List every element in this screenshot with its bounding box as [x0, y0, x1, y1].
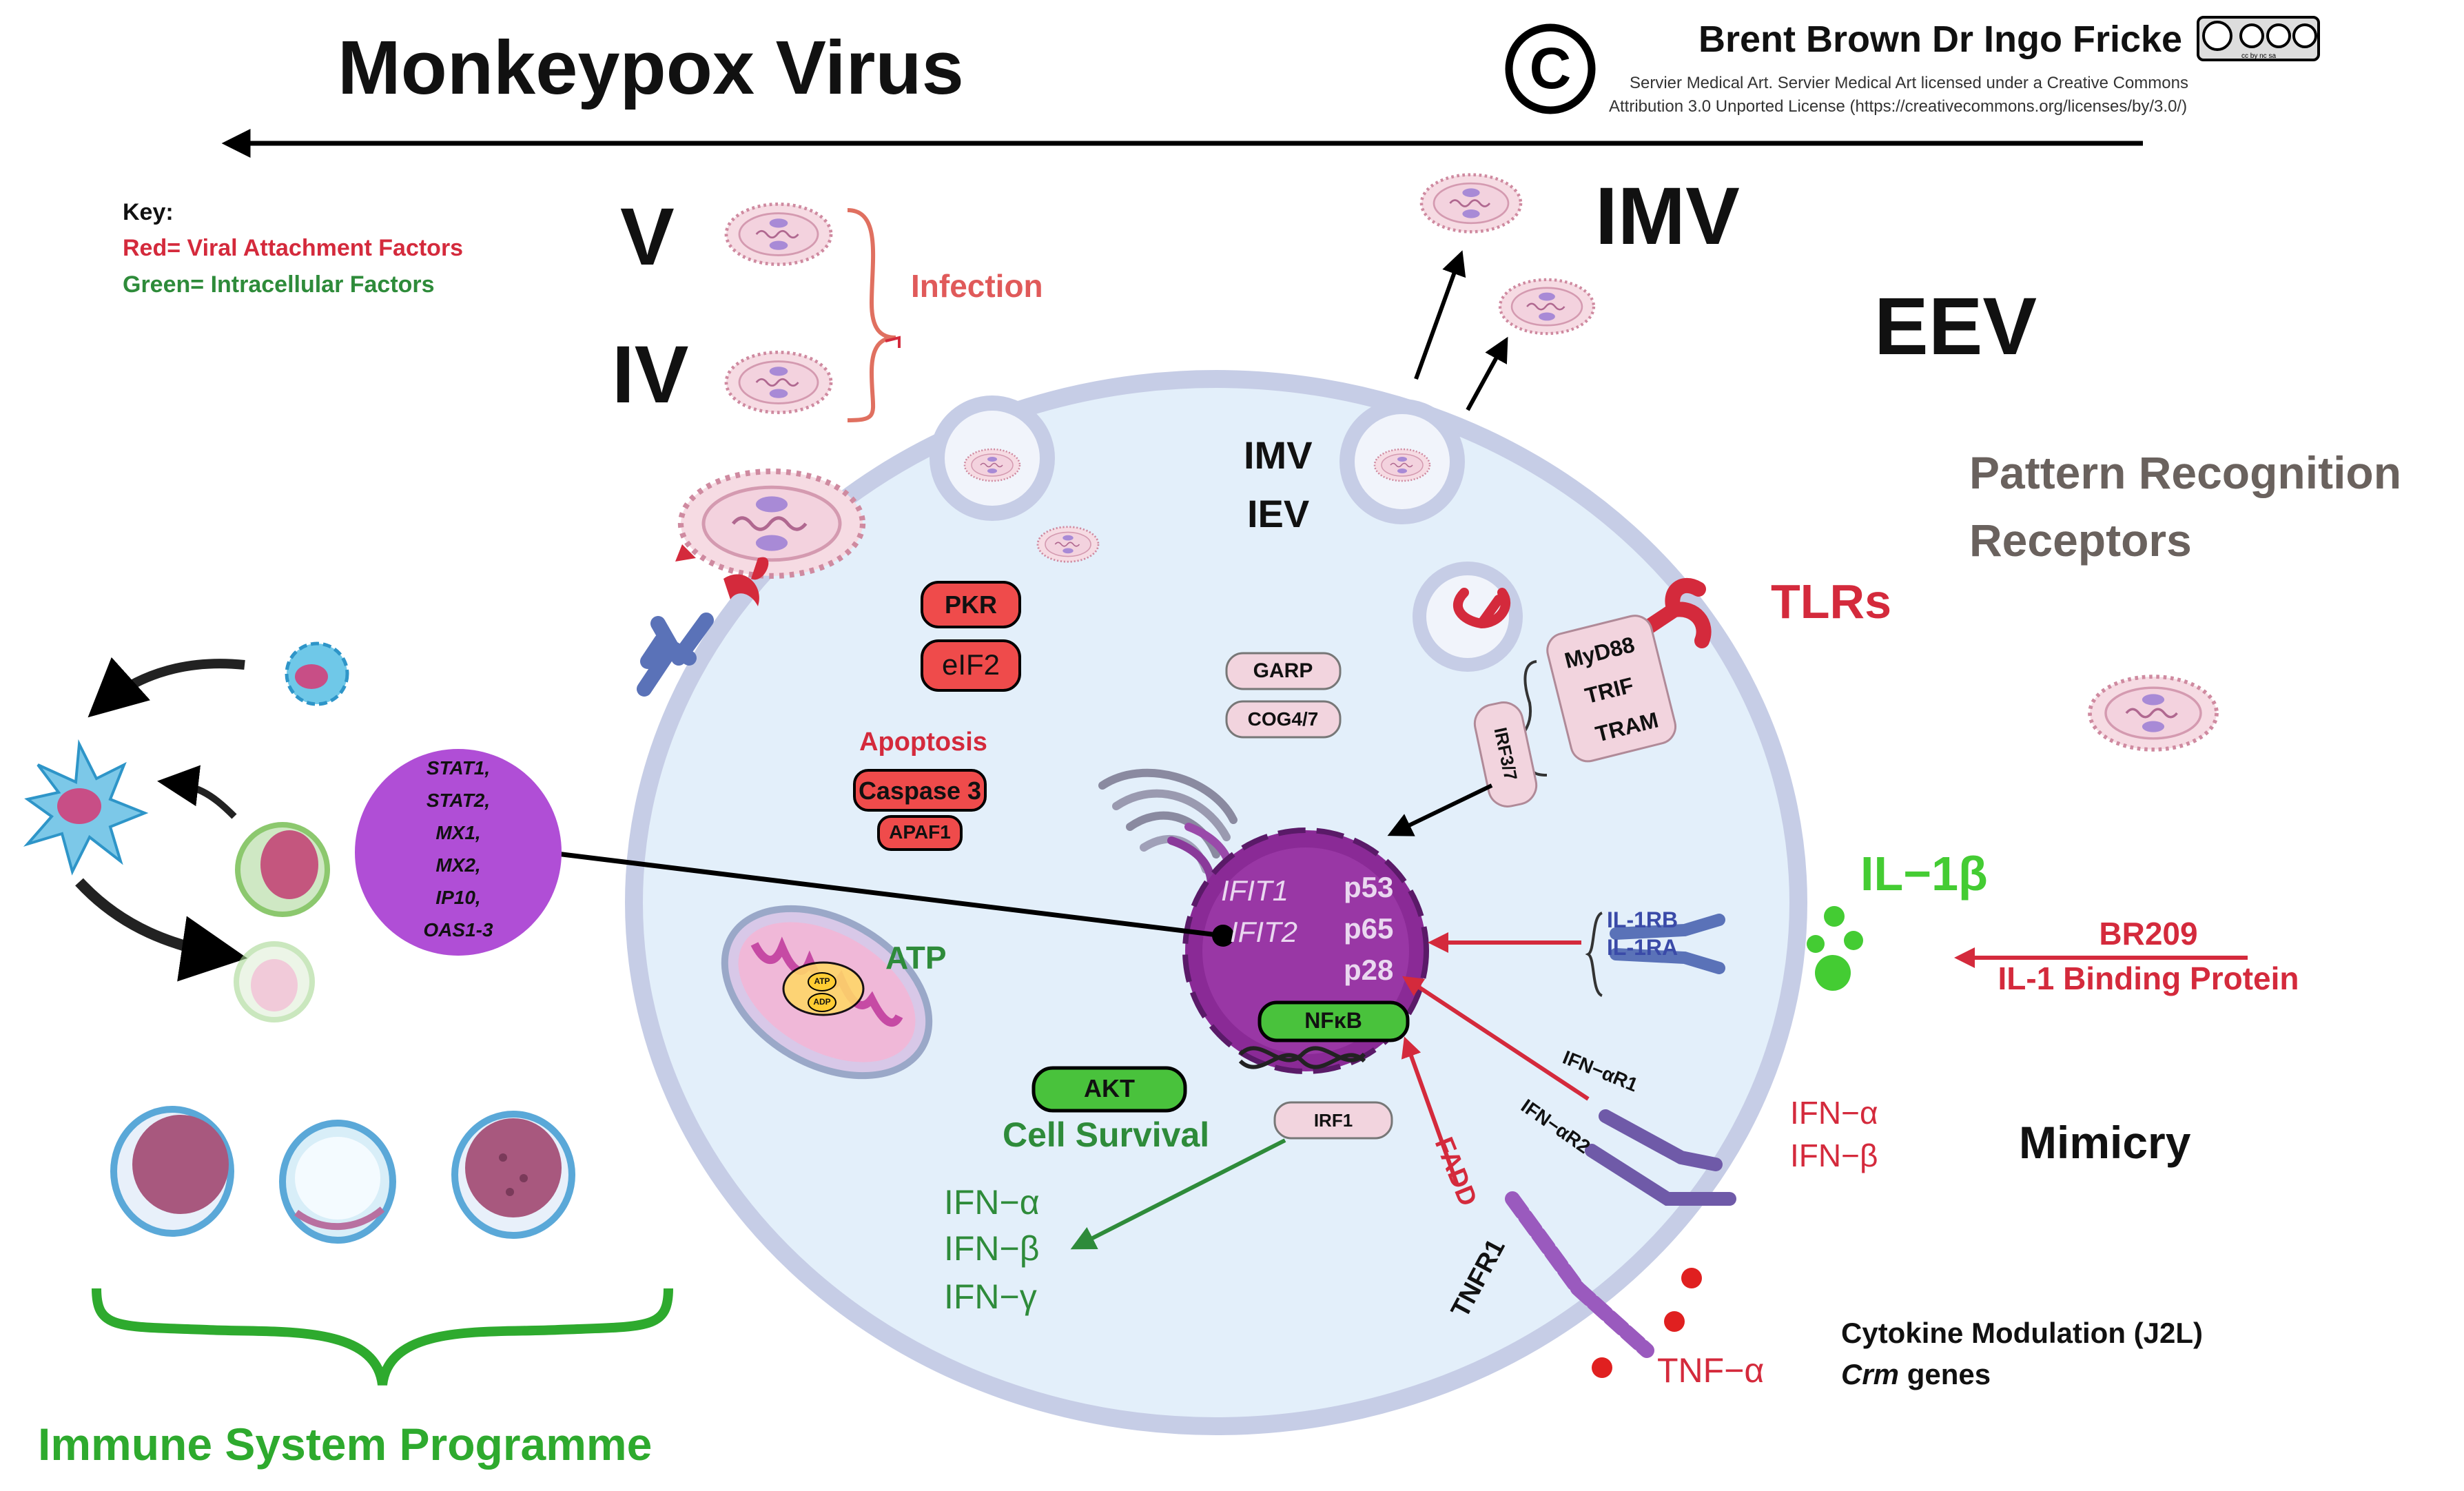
label-cog47: COG4/7 [1247, 708, 1319, 730]
output-ifn-alpha: IFN−α [944, 1183, 1040, 1222]
mitochondrion [721, 905, 933, 1080]
v-virion [726, 204, 831, 264]
adaptor-box [1546, 615, 1677, 763]
akt-box [1031, 1066, 1187, 1113]
label-p28: p28 [1344, 954, 1394, 986]
isg-item: MX1, [435, 822, 481, 843]
key-title: Key: [123, 199, 174, 225]
label-iv: IV [612, 329, 689, 420]
label-atp: ATP [885, 940, 947, 976]
prr-line-2: Receptors [1969, 515, 2192, 566]
iv-virion [726, 352, 831, 412]
label-cytokine-modulation: Cytokine Modulation (J2L) [1841, 1317, 2203, 1349]
label-infection: Infection [911, 268, 1043, 304]
imv-virion [1421, 175, 1521, 232]
label-imv: IMV [1595, 171, 1740, 262]
isg-circle [355, 749, 562, 956]
label-atp-molecule: ATP [814, 976, 830, 986]
eif2-box [921, 639, 1021, 692]
label-p65: p65 [1344, 912, 1394, 945]
label-pkr: PKR [944, 590, 998, 619]
label-il1b: IL−1β [1860, 847, 1988, 901]
label-akt: AKT [1084, 1074, 1135, 1102]
output-ifn-gamma: IFN−γ [944, 1277, 1037, 1316]
label-immune-programme: Immune System Programme [38, 1419, 653, 1470]
attribution-line-1: Servier Medical Art. Servier Medical Art… [1630, 74, 2188, 92]
isg-item: IP10, [435, 887, 481, 908]
label-v: V [620, 192, 675, 282]
copyright-symbol: C [1530, 36, 1572, 101]
diagram-title: Monkeypox Virus [338, 25, 964, 110]
label-crm-genes: Crm genes [1841, 1358, 1991, 1390]
large-virion [681, 471, 863, 576]
attachment-receptor [637, 613, 714, 697]
label-nfkb: NFκB [1304, 1008, 1362, 1033]
label-iev-inner: IEV [1247, 492, 1310, 535]
dendritic-cell [23, 739, 149, 876]
immune-cell-3 [451, 1111, 575, 1239]
isg-item: STAT2, [426, 790, 491, 811]
author-credit: Brent Brown Dr Ingo Fricke [1698, 19, 2183, 60]
immune-cell-blue [285, 641, 349, 706]
isg-item: MX2, [435, 854, 481, 876]
pkr-box [921, 581, 1021, 628]
label-cell-survival: Cell Survival [1003, 1115, 1210, 1154]
license-badge-text: cc by nc sa [2241, 52, 2276, 60]
lymphocyte-pale [234, 941, 315, 1022]
attribution-line-2: Attribution 3.0 Unported License (https:… [1609, 97, 2188, 116]
il1-receptor [1610, 914, 1725, 974]
isg-item: STAT1, [426, 757, 491, 779]
eev-virion [1500, 280, 1594, 333]
label-irf1: IRF1 [1313, 1110, 1353, 1131]
garp-box [1225, 652, 1342, 690]
label-garp: GARP [1253, 659, 1313, 682]
output-ifn-beta: IFN−β [944, 1229, 1040, 1268]
label-tnf-alpha: TNF−α [1657, 1351, 1765, 1390]
label-apoptosis: Apoptosis [859, 728, 987, 757]
immune-cell-1 [110, 1106, 234, 1237]
lymphocyte-green [235, 822, 330, 917]
ifn-receptor [1585, 1109, 1736, 1206]
copyright-icon [1505, 23, 1596, 114]
label-apaf1: APAF1 [889, 821, 951, 843]
label-caspase3: Caspase 3 [858, 777, 982, 805]
label-ifn-alpha-right: IFN−α [1790, 1095, 1878, 1131]
cog47-box [1225, 700, 1342, 739]
label-p53: p53 [1344, 871, 1394, 903]
label-ifit1: IFIT1 [1221, 874, 1289, 907]
key-red: Red= Viral Attachment Factors [123, 235, 464, 261]
label-ifn-beta-right: IFN−β [1790, 1138, 1878, 1173]
irf1-box [1273, 1101, 1393, 1140]
label-ifit2: IFIT2 [1230, 916, 1298, 948]
apaf1-box [877, 815, 963, 851]
label-tlrs: TLRs [1771, 575, 1891, 628]
key-green: Green= Intracellular Factors [123, 271, 435, 298]
label-il1-binding-protein: IL-1 Binding Protein [1998, 960, 2299, 996]
label-br209: BR209 [2099, 916, 2198, 952]
pattern-virion [2090, 677, 2217, 750]
label-il1ra: IL-1RA [1607, 935, 1678, 960]
label-imv-inner: IMV [1244, 433, 1313, 477]
label-eev: EEV [1874, 281, 2037, 372]
label-eif2: eIF2 [941, 648, 1000, 681]
tnfr1-receptor [1505, 1191, 1654, 1358]
isg-item: OAS1-3 [423, 919, 493, 940]
nfkb-box [1257, 1000, 1410, 1042]
immune-cell-2 [279, 1120, 396, 1244]
label-il1rb: IL-1RB [1607, 907, 1678, 932]
label-adp-molecule: ADP [813, 997, 831, 1007]
prr-line-1: Pattern Recognition [1969, 447, 2402, 498]
caspase3-box [853, 769, 987, 812]
label-mimicry: Mimicry [2019, 1117, 2191, 1168]
